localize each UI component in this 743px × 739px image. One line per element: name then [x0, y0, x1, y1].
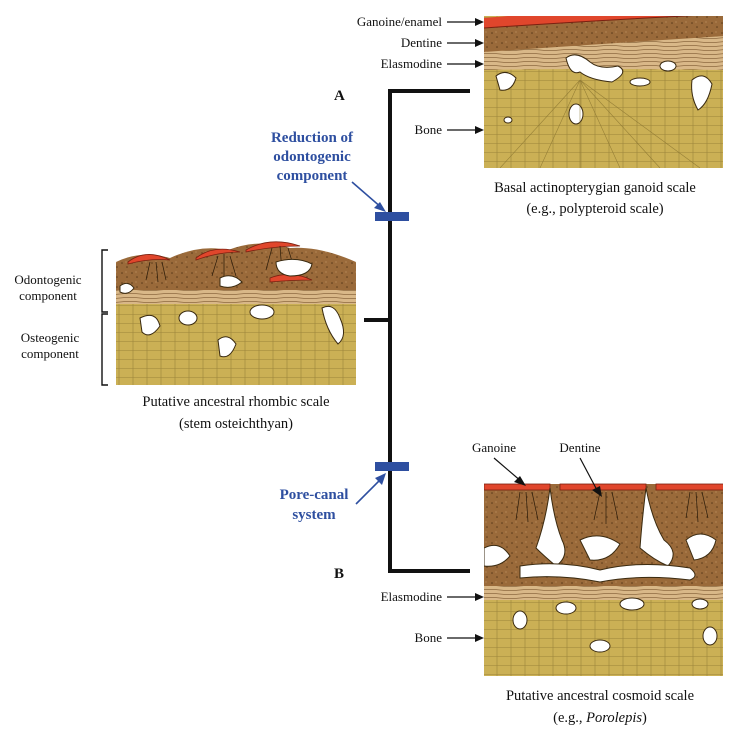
arrowhead-lower-marker: [375, 473, 386, 485]
label-elasmodine-b: Elasmodine: [381, 589, 443, 604]
letter-a: A: [334, 88, 345, 104]
label-bone-a: Bone: [415, 122, 443, 137]
arrow-to-upper-marker: [351, 181, 383, 209]
ancestral-caption-line1: Putative ancestral rhombic scale: [142, 394, 329, 410]
scale-b-bone-layer: [484, 598, 723, 676]
transition-marker-lower: [375, 462, 409, 471]
scale-b-elasmodine-layer: [484, 584, 723, 600]
rhombic-bone-layer: [116, 300, 356, 385]
scale-b-pore-canals: [484, 487, 717, 583]
rhombic-enamel-caps: [127, 241, 313, 283]
scale-a-caption-line2: (e.g., polypteroid scale): [526, 201, 663, 217]
transition-marker-upper: [375, 212, 409, 221]
ancestral-caption-line2: (stem osteichthyan): [179, 416, 293, 432]
arrowhead-upper-marker: [374, 202, 386, 212]
phylogeny-tree: [364, 89, 470, 573]
svg-text:component: component: [277, 168, 348, 184]
cosmoid-scale-illustration: [484, 483, 723, 676]
label-ganoine-b: Ganoine: [472, 440, 516, 455]
label-bone-b: Bone: [415, 630, 443, 645]
scale-b-caption-line2: (e.g., Porolepis): [553, 710, 647, 726]
transition-label-upper: Reduction of odontogenic component: [271, 130, 386, 212]
svg-text:component: component: [19, 288, 77, 303]
label-dentine-b: Dentine: [559, 440, 600, 455]
ganoid-scale-illustration: [484, 16, 723, 168]
letter-b: B: [334, 566, 344, 582]
label-ganoine-enamel: Ganoine/enamel: [357, 14, 443, 29]
ancestral-rhombic-scale-illustration: [116, 241, 356, 385]
scale-b-ganoine-caps: [484, 483, 723, 491]
scale-b-bone-lacunae: [512, 597, 718, 653]
svg-text:odontogenic: odontogenic: [273, 149, 351, 165]
label-elasmodine-a: Elasmodine: [381, 56, 443, 71]
svg-text:component: component: [21, 346, 79, 361]
scale-b-dentine-tubules: [515, 491, 709, 524]
bracket-osteogenic: Osteogenic component: [21, 313, 108, 386]
scale-a-lacunae: [495, 54, 713, 125]
svg-text:Reduction of: Reduction of: [271, 130, 354, 146]
svg-text:Odontogenic: Odontogenic: [14, 272, 81, 287]
scale-a-bone-radial-lines: [499, 79, 701, 168]
svg-text:system: system: [292, 507, 336, 523]
scale-a-elasmodine-layer: [484, 30, 723, 70]
bracket-odontogenic: Odontogenic component: [14, 249, 108, 313]
scale-b-labels: Ganoine Dentine Elasmodine Bone: [381, 440, 602, 645]
transition-label-lower: Pore-canal system: [280, 473, 386, 523]
scale-a-labels: Ganoine/enamel Dentine Elasmodine Bone: [357, 14, 484, 137]
arrow-to-lower-marker: [355, 477, 383, 505]
scale-a-ganoine-layer: [484, 16, 723, 28]
label-dentine-a: Dentine: [401, 35, 442, 50]
svg-text:Osteogenic: Osteogenic: [21, 330, 80, 345]
rhombic-lacunae: [119, 258, 344, 358]
scale-b-caption-line1: Putative ancestral cosmoid scale: [506, 688, 694, 704]
scale-a-caption-line1: Basal actinopterygian ganoid scale: [494, 180, 696, 196]
svg-text:Pore-canal: Pore-canal: [280, 487, 349, 503]
